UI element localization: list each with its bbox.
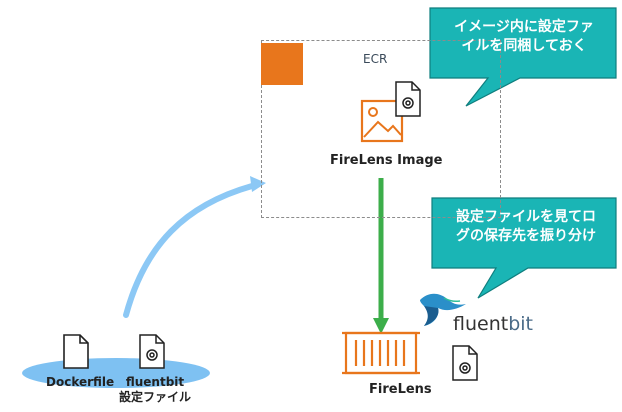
callout-top-line2: イルを同梱しておく [461,38,587,54]
config-file-icon-firelens [452,345,478,381]
callout-middle-text: 設定ファイルを見てロ グの保存先を振り分け [436,208,616,246]
dockerfile-icon [63,334,89,369]
fluentbit-word-bit: bit [508,313,533,335]
fluentbit-bird-logo [420,293,466,326]
callout-middle-line2: グの保存先を振り分け [456,228,596,244]
firelens-container-icon [342,331,420,375]
deploy-arrow-head [373,318,389,334]
ecr-repository-box [261,40,501,218]
fluentbit-wordmark: fluentbit [453,313,533,335]
fluentbit-config-label: fluentbit 設定ファイル [119,375,191,405]
callout-top [429,7,617,107]
callout-top-line1: イメージ内に設定ファ [454,19,594,35]
firelens-image-label: FireLens Image [330,153,443,168]
fluentbit-word-fluent: fluent [453,313,509,335]
push-arrow [123,183,255,318]
callout-top-text: イメージ内に設定ファ イルを同梱しておく [434,18,614,56]
config-file-icon-image [395,81,421,117]
ecr-badge [261,43,303,85]
fluentbit-label-line1: fluentbit [125,375,185,389]
fluentbit-label-line2: 設定ファイル [119,390,192,404]
image-icon [360,99,404,143]
callout-middle-line1: 設定ファイルを見てロ [456,209,596,225]
callout-middle [431,197,617,299]
dockerfile-label: Dockerfile [46,375,115,389]
ecr-title: ECR [363,52,388,66]
push-arrow-head [250,176,266,192]
fluentbit-config-icon [139,334,165,369]
firelens-label: FireLens [369,382,432,397]
